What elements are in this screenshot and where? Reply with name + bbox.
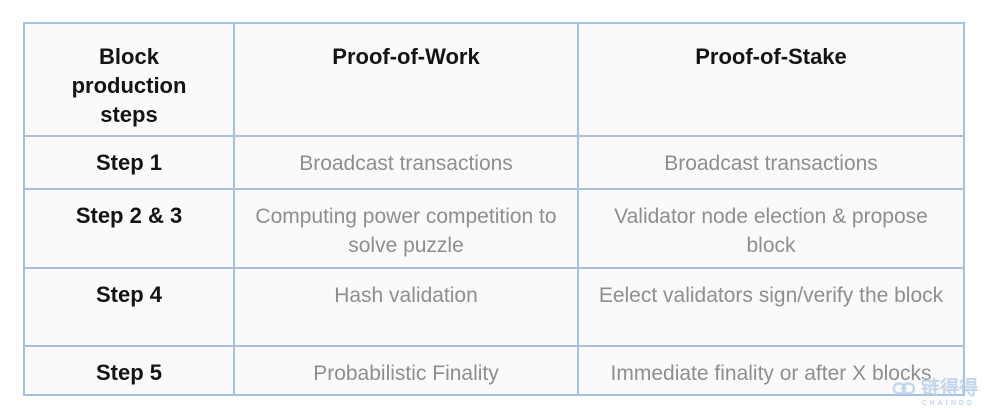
pos-value: Validator node election & propose block: [577, 188, 965, 269]
pow-value: Probabilistic Finality: [233, 344, 579, 397]
pos-value: Eelect validators sign/verify the block: [577, 266, 965, 347]
table-header-row: Block production steps Proof-of-Work Pro…: [23, 21, 965, 138]
column-header-block-production-steps: Block production steps: [23, 21, 235, 138]
step-label: Step 2 & 3: [23, 188, 235, 269]
table-row: Step 4 Hash validation Eelect validators…: [23, 266, 965, 347]
pow-value: Hash validation: [233, 266, 579, 347]
pos-value: Broadcast transactions: [577, 135, 965, 191]
watermark-latin-text: CHAINDD: [921, 400, 975, 407]
pow-value: Broadcast transactions: [233, 135, 579, 191]
pos-value: Immediate finality or after X blocks: [577, 344, 965, 397]
step-label: Step 4: [23, 266, 235, 347]
table-row: Step 5 Probabilistic Finality Immediate …: [23, 344, 965, 397]
chain-link-icon: [892, 381, 916, 396]
column-header-proof-of-stake: Proof-of-Stake: [577, 21, 965, 138]
step-label: Step 1: [23, 135, 235, 191]
column-header-proof-of-work: Proof-of-Work: [233, 21, 579, 138]
step-label: Step 5: [23, 344, 235, 397]
pow-pos-comparison-table: Block production steps Proof-of-Work Pro…: [23, 21, 965, 397]
watermark-chinese-text: 链得得: [920, 378, 978, 399]
column-header-label: Block production steps: [71, 44, 187, 128]
chaindd-watermark: 链得得 CHAINDD: [892, 379, 978, 407]
table-row: Step 2 & 3 Computing power competition t…: [23, 188, 965, 269]
table-row: Step 1 Broadcast transactions Broadcast …: [23, 135, 965, 191]
pow-value: Computing power competition to solve puz…: [233, 188, 579, 269]
